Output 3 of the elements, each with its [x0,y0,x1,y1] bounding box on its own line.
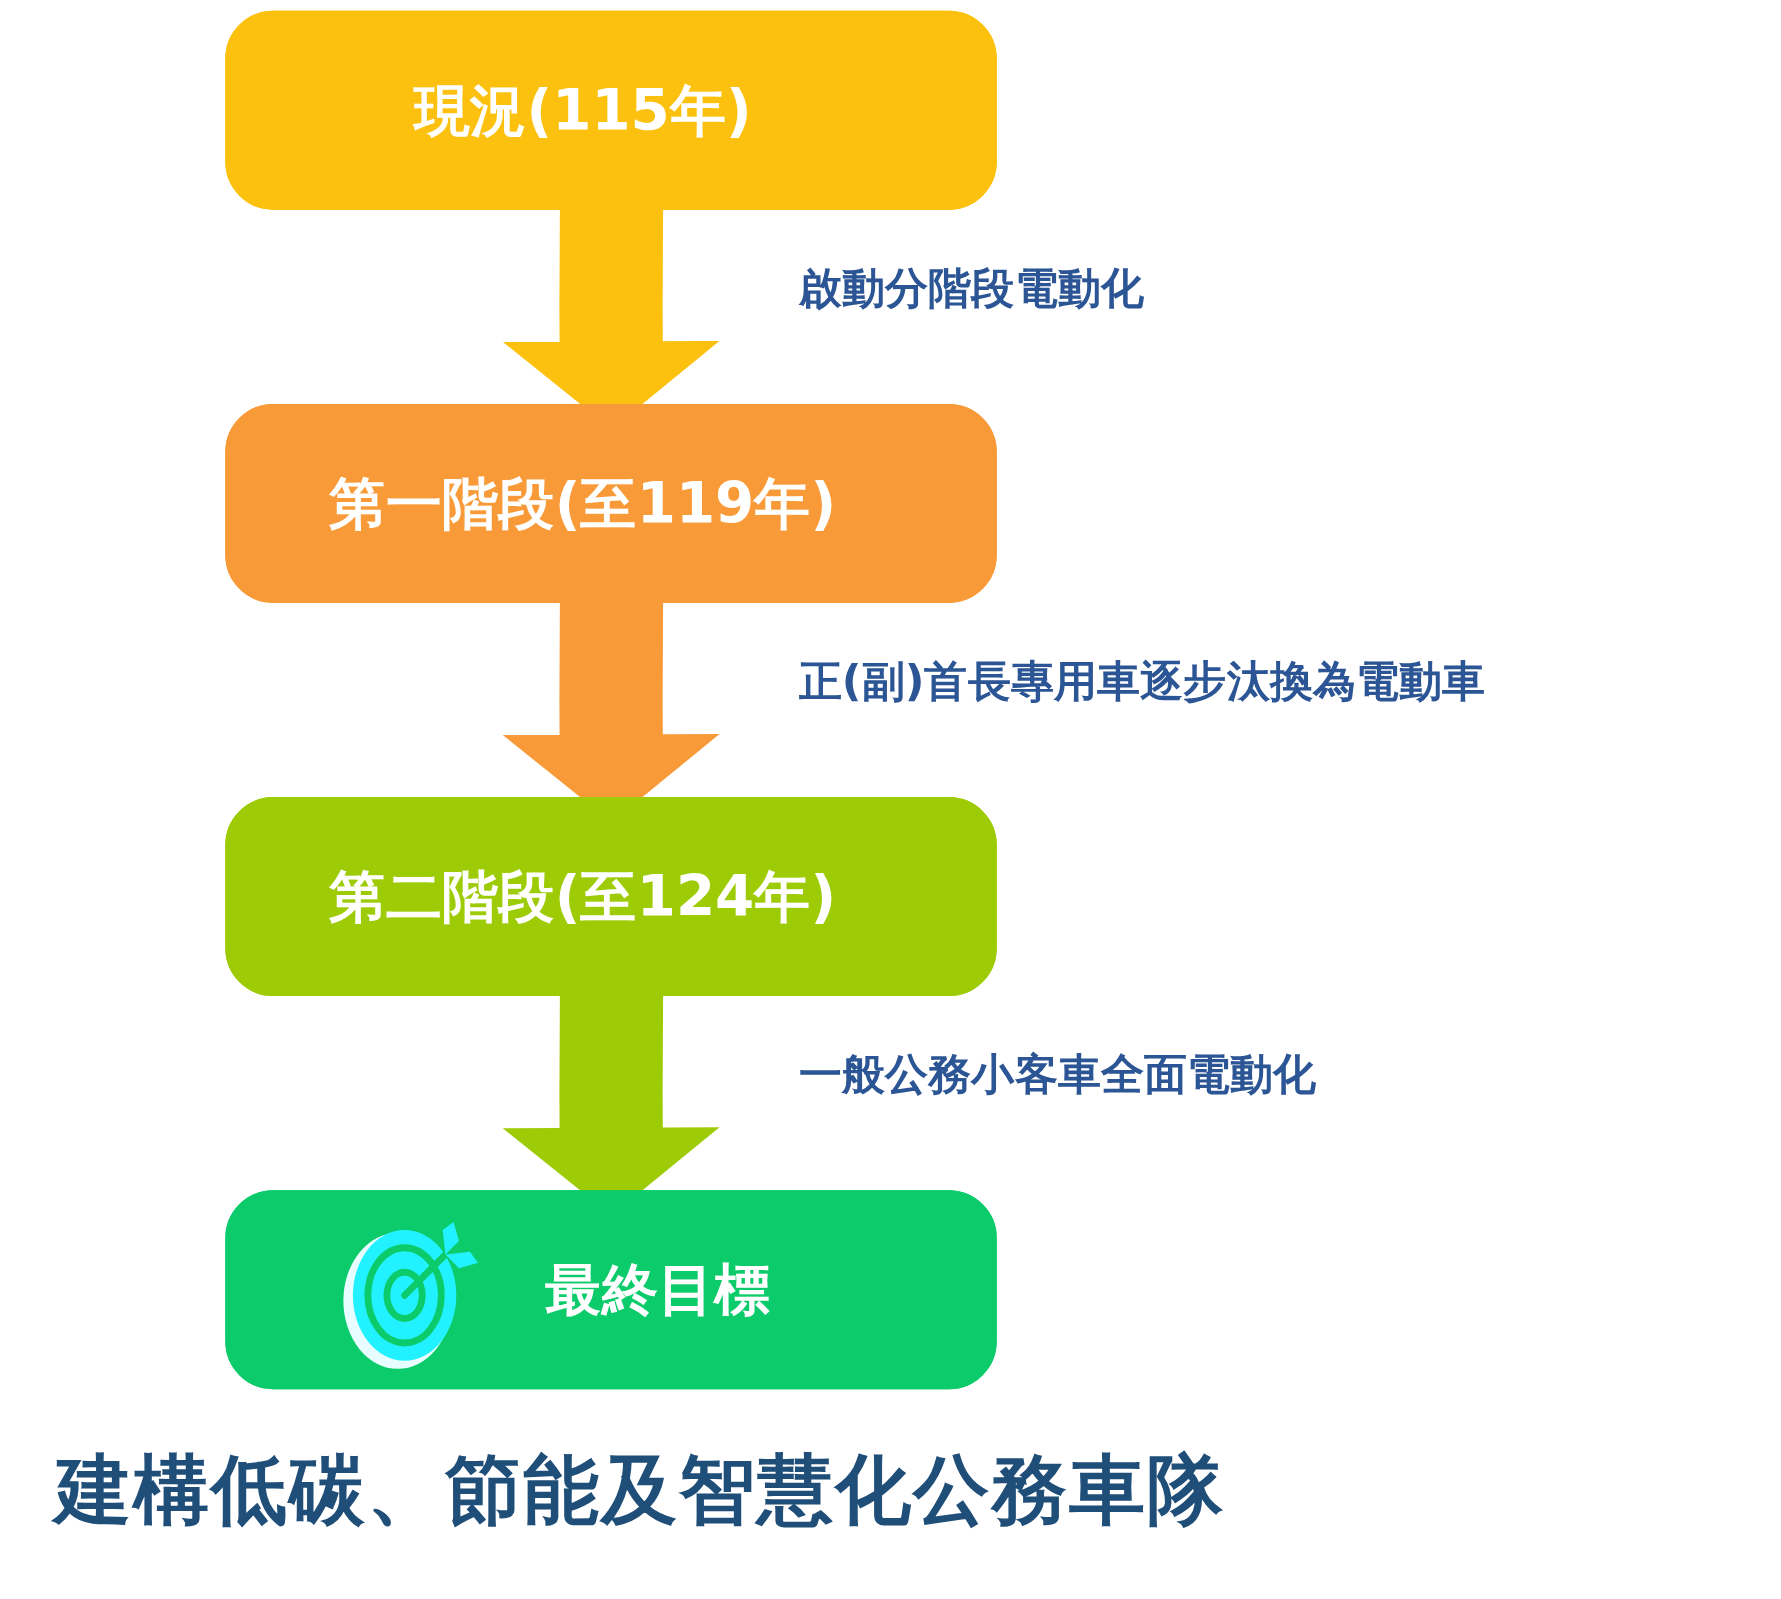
edge-label: 正(副)首長專用車逐步汰換為電動車 [798,655,1486,707]
edge-label: 啟動分階段電動化 [798,262,1144,313]
edge-label: 一般公務小客車全面電動化 [798,1048,1317,1100]
